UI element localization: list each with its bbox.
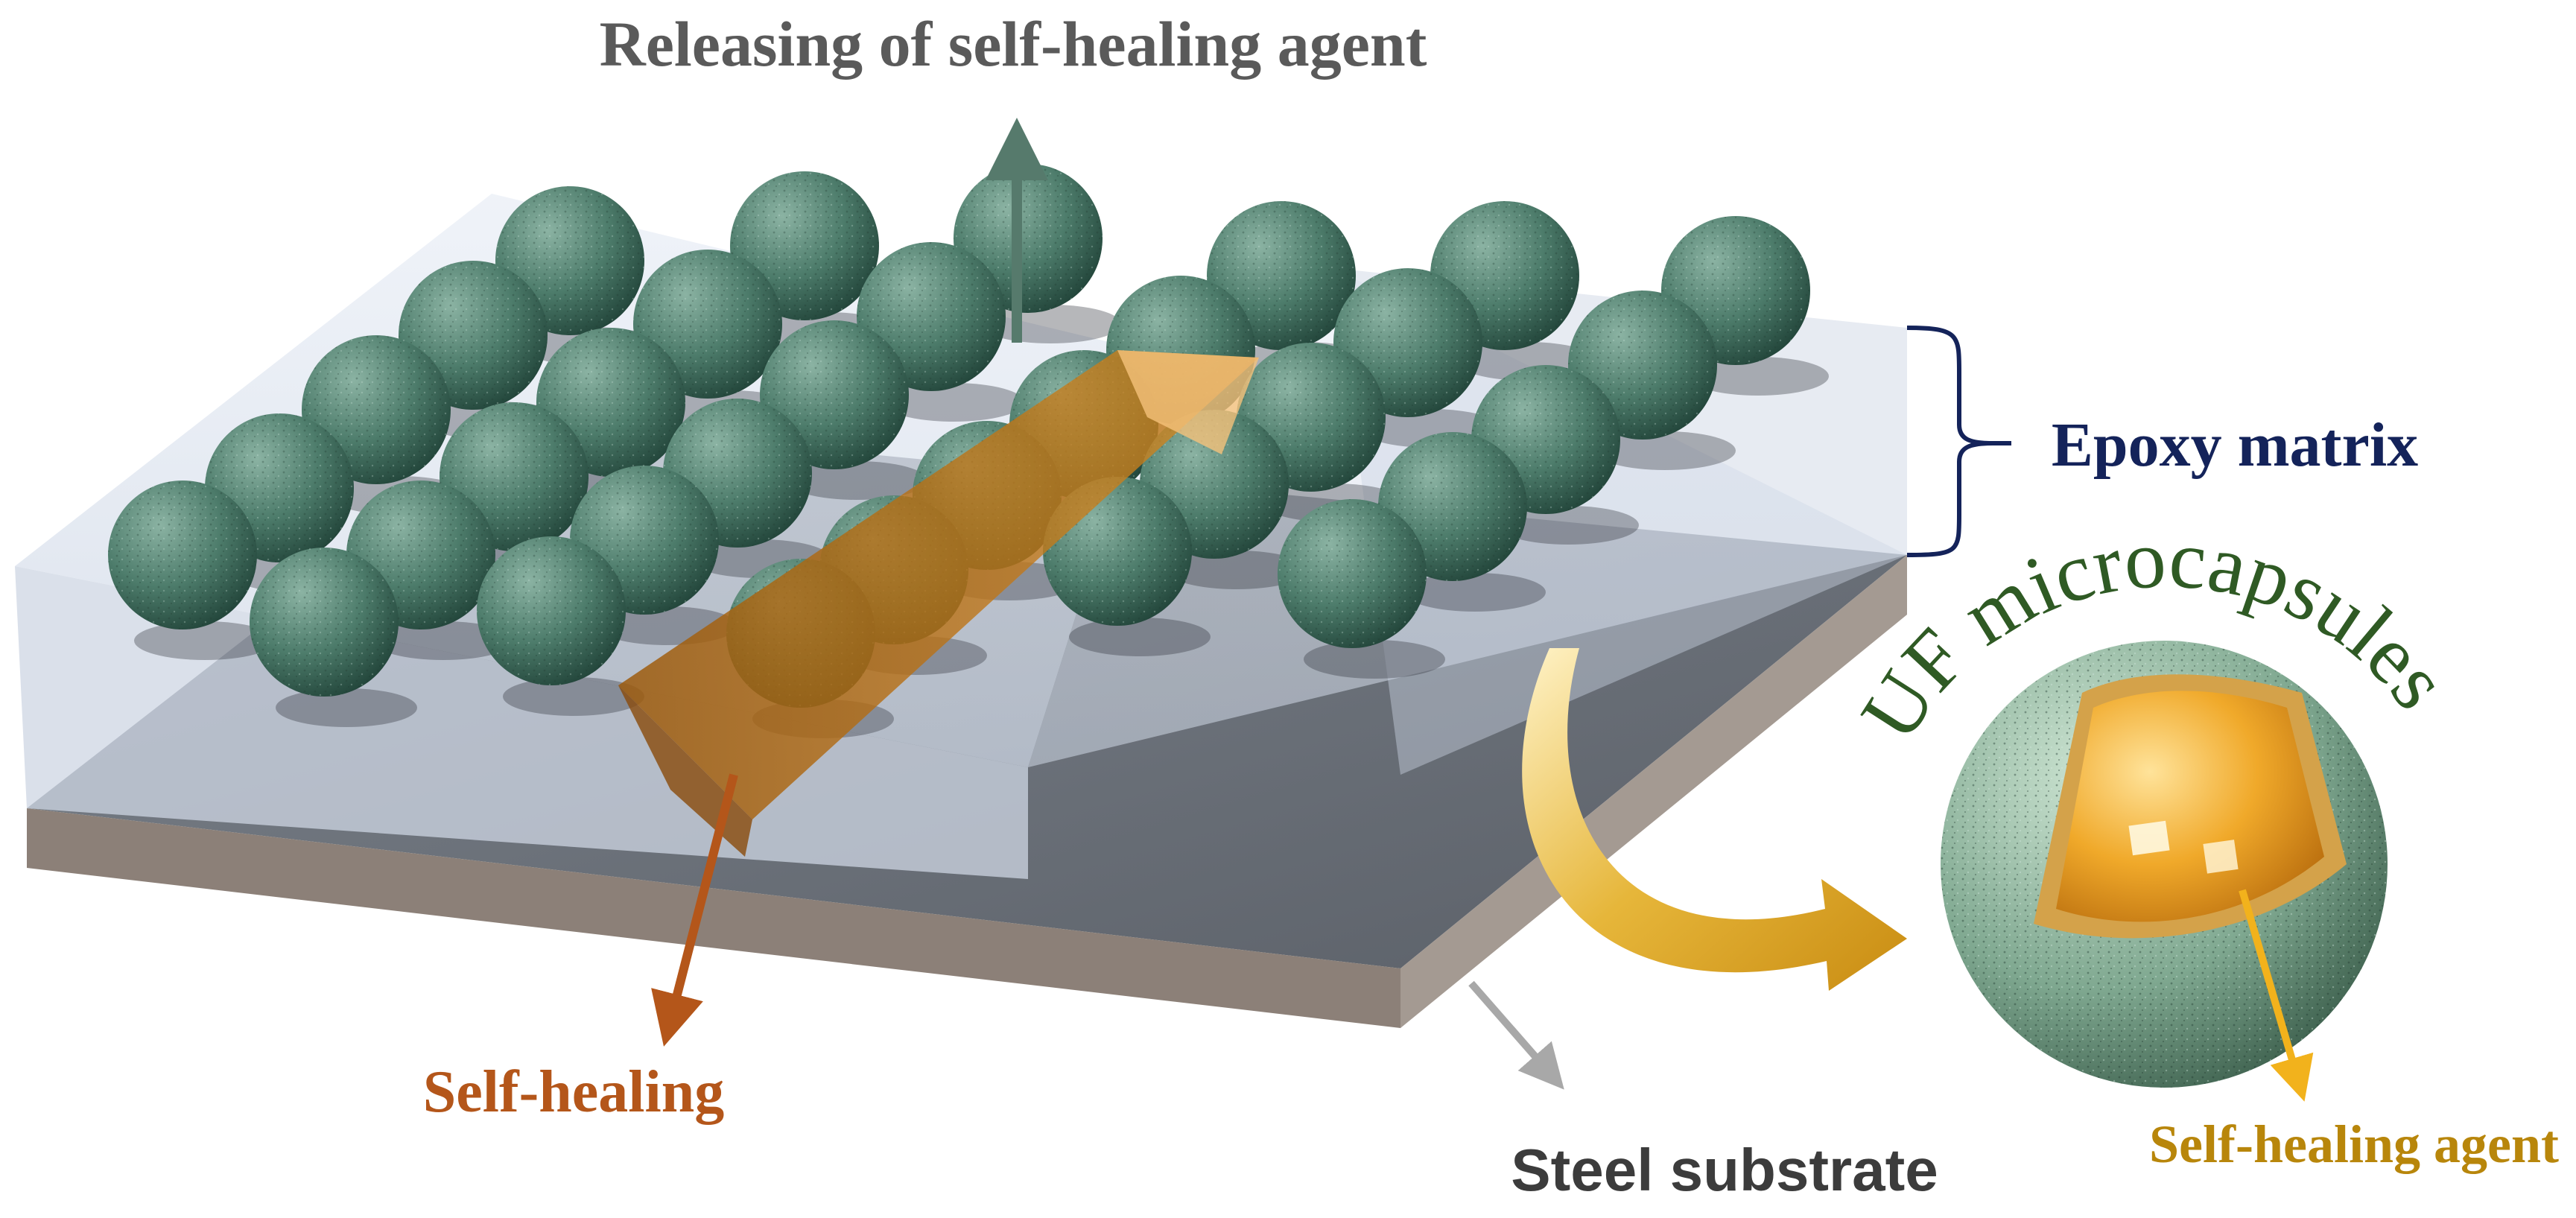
capsule [108,480,276,660]
capsule-texture [250,548,399,697]
epoxy-side-face [1333,268,1907,775]
steel-front-face [27,808,1400,1028]
capsule-shadow [503,677,644,716]
core-highlight-2 [2203,840,2239,874]
capsule [477,536,644,716]
crack-lower-wedge [618,685,752,857]
crack-plane [618,350,1259,819]
capsule [1278,499,1445,679]
releasing-label: Releasing of self-healing agent [600,8,1427,80]
capsule-shadow [134,621,276,660]
capsule-shadow [786,461,927,500]
self-healing-agent-label: Self-healing agent [2149,1114,2559,1174]
capsule-texture [477,536,626,685]
capsule-texture [1278,499,1427,648]
capsule-shadow [1594,431,1736,470]
epoxy-bracket [1906,326,2011,557]
large-capsule [1941,641,2388,1088]
capsule-shadow [276,688,417,727]
capsule-shadow [1687,357,1829,396]
curved-arrow [1522,648,1907,991]
steel-substrate-label: Steel substrate [1511,1137,1938,1203]
agent-arrow [2239,889,2314,1102]
epoxy-matrix-label: Epoxy matrix [2052,410,2418,480]
capsule-shadow [1166,551,1307,589]
crack [618,350,1259,857]
self-healing-arrow [651,773,738,1047]
crack-top-cap [1117,350,1259,454]
steel-side-face [1400,555,1907,1028]
capsule-shadow [883,383,1024,422]
capsule-texture [108,480,257,629]
capsule-shadow [1304,640,1445,679]
healing-agent-core [2056,691,2324,922]
core-highlight-1 [2128,820,2170,856]
self-healing-label: Self-healing [423,1059,724,1125]
steel-arrow [1468,980,1564,1090]
capsule [250,548,417,727]
capsule-shadow [1497,506,1639,545]
capsule-shadow [372,621,514,660]
capsule-shadow [1404,573,1546,612]
capsule-shadow [1069,618,1211,656]
